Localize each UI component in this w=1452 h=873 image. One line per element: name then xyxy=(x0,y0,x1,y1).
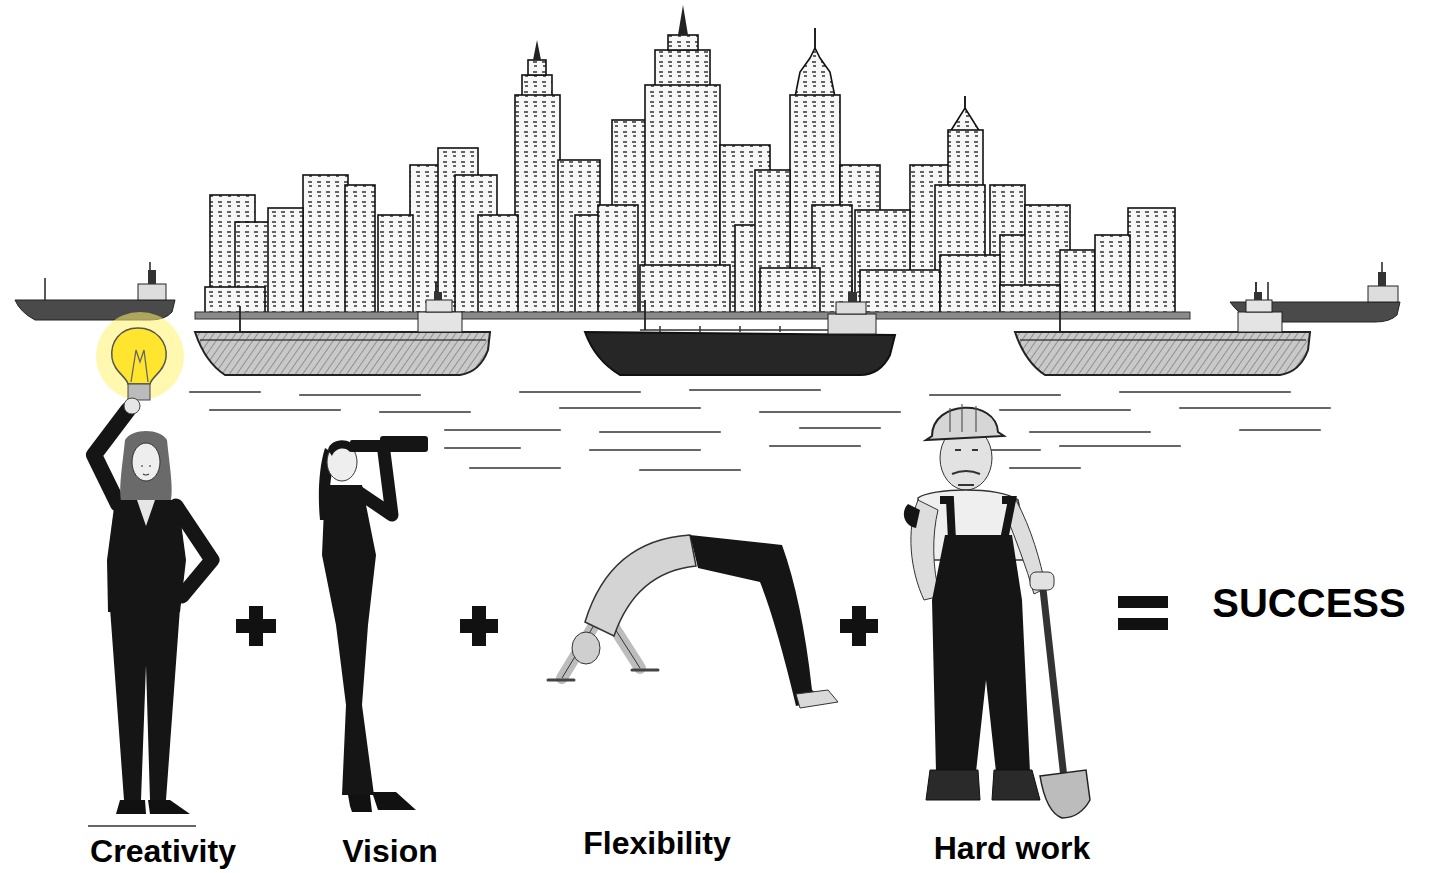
neckline xyxy=(137,500,155,526)
building xyxy=(378,215,413,315)
face-features xyxy=(141,466,151,475)
hard-hat-ribs xyxy=(950,404,976,432)
ship-hull xyxy=(585,332,895,375)
bulb-glow xyxy=(96,312,184,400)
quality-label: Hard work xyxy=(852,832,1172,864)
tower-crown xyxy=(795,48,835,97)
ship-deck-rail xyxy=(640,326,830,332)
ship-funnel xyxy=(1378,272,1386,286)
tower-spire xyxy=(964,96,966,108)
shovel-handle xyxy=(1042,580,1064,778)
plus-sign xyxy=(460,606,498,646)
high-heels xyxy=(348,792,416,812)
building xyxy=(303,175,348,315)
hands xyxy=(548,670,658,680)
building xyxy=(1128,208,1175,315)
low-building xyxy=(1000,285,1060,315)
ship-mast xyxy=(240,282,436,332)
ship-mast xyxy=(45,262,150,300)
building xyxy=(345,185,375,315)
ship-cabin xyxy=(418,312,462,332)
building xyxy=(478,215,518,315)
ground-line xyxy=(88,825,196,827)
tower-spire xyxy=(678,5,688,35)
plus-sign xyxy=(236,606,276,646)
building xyxy=(1060,250,1095,315)
ship-cabin xyxy=(1368,286,1398,302)
shoes xyxy=(116,800,190,814)
hard-work-figure xyxy=(904,404,1090,818)
quality-label: Flexibility xyxy=(497,827,817,859)
quality-label: Vision xyxy=(230,835,550,867)
quality-label: Creativity xyxy=(3,835,323,867)
light-bulb xyxy=(112,328,166,384)
hard-hat xyxy=(926,408,1004,440)
tower-crown xyxy=(655,50,710,87)
hair xyxy=(120,431,171,505)
tower-crown xyxy=(950,108,980,132)
trousers xyxy=(110,608,180,800)
tower-crown xyxy=(528,60,546,75)
distant-ship xyxy=(15,262,175,320)
ship-bridge xyxy=(836,302,866,314)
ship-deck-line xyxy=(200,339,486,341)
building xyxy=(268,208,303,315)
overalls xyxy=(932,535,1030,772)
head xyxy=(572,632,600,664)
hand xyxy=(1030,572,1054,590)
ship-cabin xyxy=(828,314,876,334)
ship-funnel xyxy=(434,292,442,300)
face-features xyxy=(952,450,980,485)
tower-spire xyxy=(533,40,541,60)
overall-straps xyxy=(940,500,1012,540)
foot xyxy=(796,690,838,708)
binoculars xyxy=(350,440,382,452)
vision-figure xyxy=(319,436,428,812)
low-building xyxy=(760,268,820,315)
tower-crown xyxy=(522,75,552,97)
tower-crown xyxy=(668,35,698,50)
building xyxy=(598,205,638,315)
shovel-blade xyxy=(1040,770,1090,818)
ship-cabin xyxy=(138,284,166,300)
torso xyxy=(585,535,696,636)
cargo-ship xyxy=(195,282,490,375)
tanker-ship xyxy=(585,280,895,375)
face xyxy=(132,443,160,481)
arm-on-hip xyxy=(176,506,212,596)
low-building xyxy=(860,270,940,315)
ship-bridge xyxy=(426,300,452,312)
water-strokes xyxy=(190,390,1330,470)
trousers xyxy=(690,535,826,706)
skyscraper xyxy=(515,95,560,315)
creativity-figure xyxy=(88,312,212,826)
jacket xyxy=(107,500,186,612)
long-dress xyxy=(322,485,376,795)
arm xyxy=(358,452,392,515)
building xyxy=(1095,235,1130,315)
cargo-ship xyxy=(1015,282,1310,375)
result-label: SUCCESS xyxy=(1149,583,1452,623)
skyline xyxy=(195,5,1190,319)
low-building xyxy=(205,287,265,315)
boots xyxy=(926,770,1040,800)
low-building xyxy=(940,255,1000,315)
hand xyxy=(124,398,140,414)
shoreline xyxy=(195,312,1190,319)
bulb-filament xyxy=(131,350,148,382)
tower-spire xyxy=(814,28,816,48)
ship-mast xyxy=(645,280,852,330)
ship-hull xyxy=(195,332,490,375)
low-building xyxy=(640,265,730,315)
sleeve-band xyxy=(904,504,920,528)
flexibility-figure xyxy=(548,535,838,708)
ship-funnel xyxy=(148,270,156,284)
equals-sign xyxy=(1118,596,1168,630)
ship-mast xyxy=(1268,262,1382,302)
ship-funnel xyxy=(848,292,857,302)
plus-sign xyxy=(840,606,878,646)
